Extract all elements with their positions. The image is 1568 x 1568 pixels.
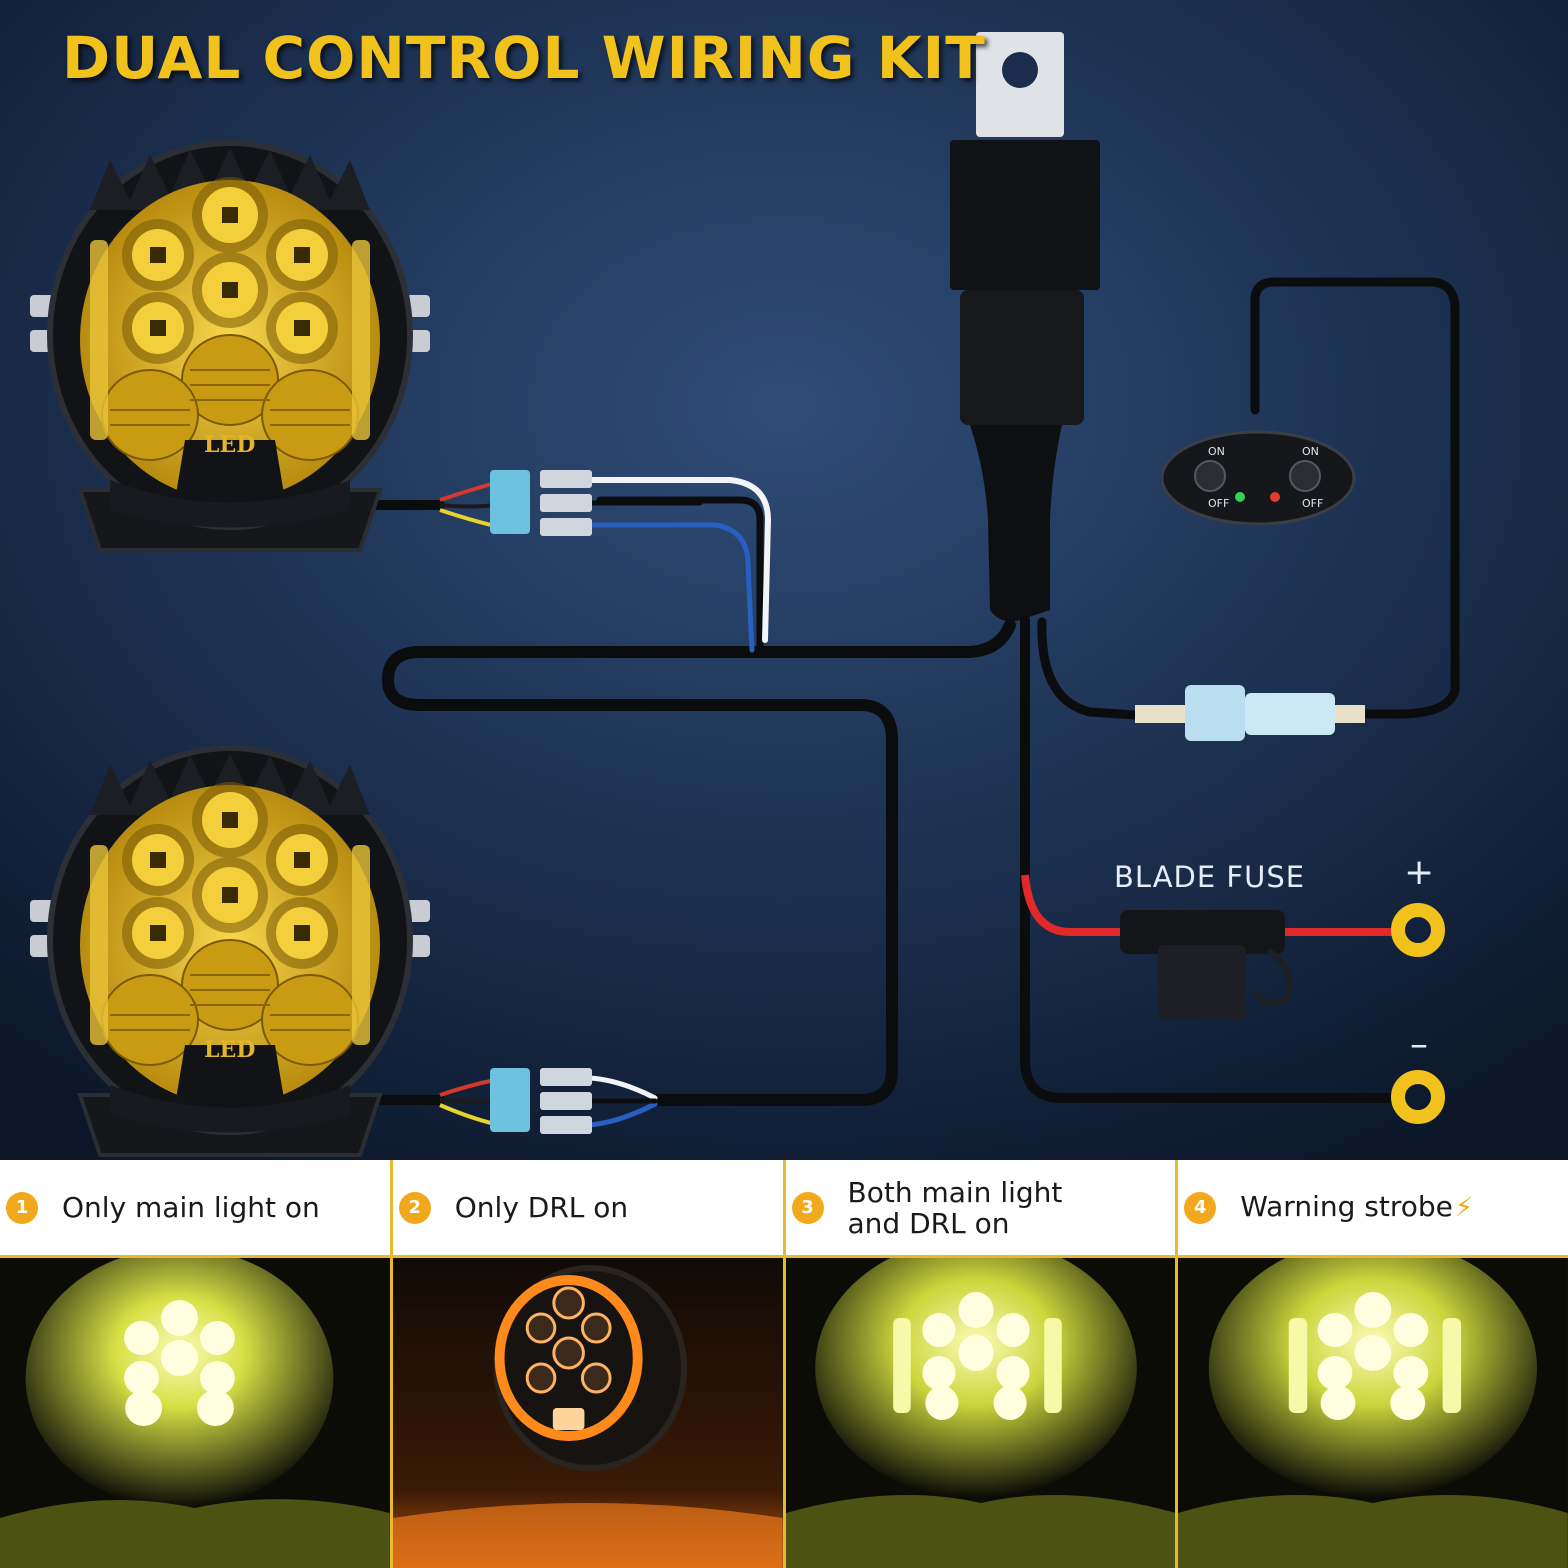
- mode-header: 2 Only DRL on: [392, 1160, 783, 1258]
- relay: [950, 32, 1100, 622]
- mode-main-light: 1 Only main light on: [0, 1160, 390, 1568]
- mode-photo-both: [785, 1258, 1176, 1568]
- negative-label: –: [1410, 1024, 1428, 1065]
- positive-terminal: [1391, 903, 1445, 957]
- mode-photo-drl: [392, 1258, 783, 1568]
- blade-fuse-label: BLADE FUSE: [1114, 860, 1306, 894]
- harness-wires: [365, 277, 1460, 1106]
- mode-label: Only DRL on: [454, 1191, 629, 1224]
- lightning-icon: ⚡: [1454, 1193, 1474, 1223]
- wiring-diagram: ON OFF ON OFF LED LED: [0, 0, 1568, 1160]
- mode-label-wrap: Warning strobe⚡: [1240, 1191, 1473, 1224]
- dual-switch: ON OFF ON OFF: [1160, 430, 1356, 526]
- mode-number-badge: 2: [398, 1191, 431, 1224]
- mode-strip: 1 Only main light on: [0, 1160, 1568, 1568]
- mode-photo-main-light: [0, 1258, 390, 1568]
- switch-left-on: ON: [1208, 445, 1225, 458]
- blade-fuse-assembly: [1021, 874, 1445, 1124]
- mode-drl: 2 Only DRL on: [389, 1160, 783, 1568]
- mode-header: 4 Warning strobe⚡: [1178, 1160, 1568, 1258]
- mode-label: Both main light and DRL on: [847, 1175, 1063, 1240]
- spade-connectors-bottom: [490, 1068, 592, 1134]
- harness-leads-top: [587, 477, 772, 653]
- mode-label: Only main light on: [62, 1191, 320, 1224]
- lamp-bottom-label: LED: [204, 1037, 255, 1063]
- mode-label: Warning strobe: [1240, 1190, 1453, 1223]
- mode-header: 1 Only main light on: [0, 1160, 390, 1258]
- switch-left-off: OFF: [1208, 497, 1229, 510]
- positive-label: +: [1404, 852, 1435, 893]
- mode-photo-strobe: [1178, 1258, 1568, 1568]
- lamp-top-label: LED: [204, 432, 255, 458]
- mode-number-badge: 1: [6, 1191, 38, 1224]
- switch-right-on: ON: [1302, 445, 1319, 458]
- mode-number-badge: 3: [791, 1191, 824, 1224]
- led-lamp-top: LED: [30, 143, 430, 550]
- switch-right-off: OFF: [1302, 497, 1323, 510]
- switch-plug-connector: [1135, 685, 1365, 741]
- led-lamp-bottom: LED: [30, 748, 430, 1155]
- harness-leads-bottom: [587, 1075, 658, 1128]
- page-title: DUAL CONTROL WIRING KIT: [62, 24, 986, 92]
- mode-header: 3 Both main light and DRL on: [785, 1160, 1176, 1258]
- mode-strobe: 4 Warning strobe⚡: [1175, 1160, 1568, 1568]
- negative-terminal: [1391, 1070, 1445, 1124]
- mode-both: 3 Both main light and DRL on: [782, 1160, 1176, 1568]
- spade-connectors-top: [490, 470, 592, 536]
- mode-number-badge: 4: [1184, 1191, 1217, 1224]
